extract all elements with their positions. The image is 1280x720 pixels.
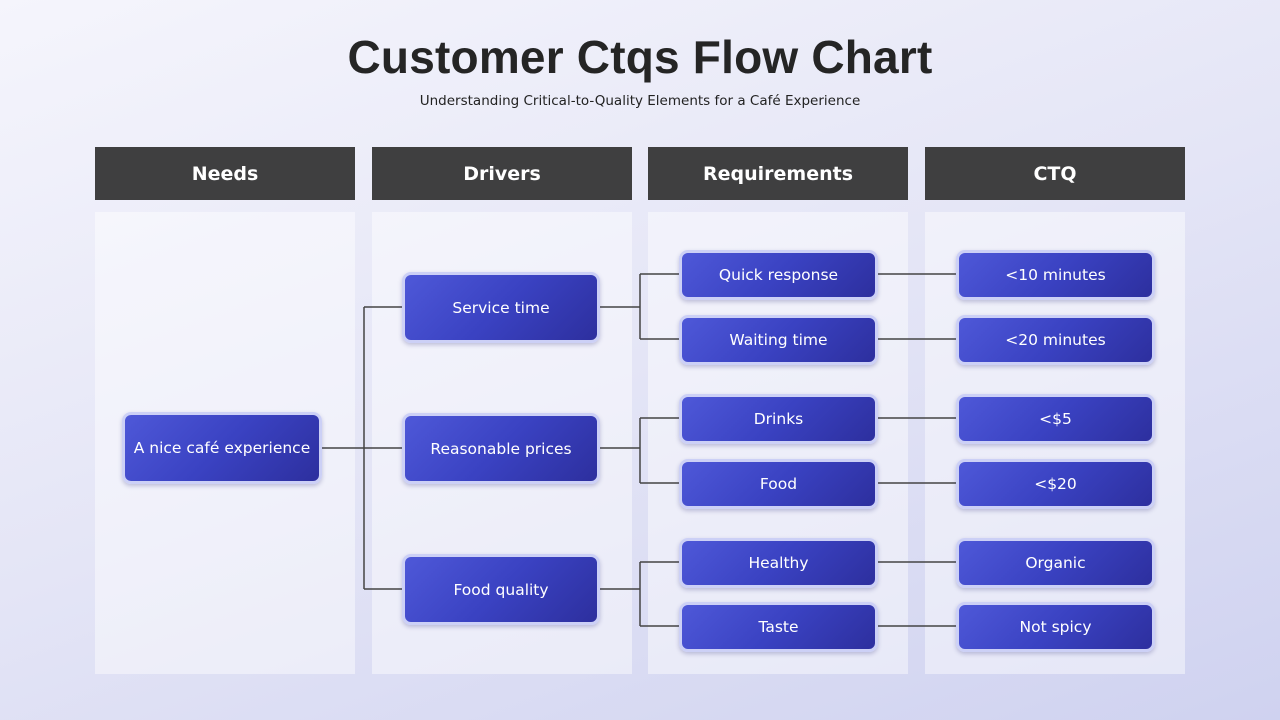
ctq-node-waiting-time: <20 minutes [956,315,1155,365]
column-header-requirements: Requirements [648,147,908,200]
connector-driver-2 [599,417,681,484]
driver-node-reasonable-prices: Reasonable prices [402,413,600,484]
connector-driver-3 [599,561,681,627]
requirement-node-taste: Taste [679,602,878,652]
requirement-node-quick-response: Quick response [679,250,878,300]
requirement-node-healthy: Healthy [679,538,878,588]
column-header-drivers: Drivers [372,147,632,200]
connector-need-drivers [321,306,404,590]
ctq-node-quick-response: <10 minutes [956,250,1155,300]
ctq-node-drinks: <$5 [956,394,1155,444]
column-header-ctq: CTQ [925,147,1185,200]
ctq-node-food: <$20 [956,459,1155,509]
column-header-needs: Needs [95,147,355,200]
ctq-node-taste: Not spicy [956,602,1155,652]
need-node: A nice café experience [122,412,322,484]
requirement-node-waiting-time: Waiting time [679,315,878,365]
connector-req-ctq [876,273,958,627]
driver-node-food-quality: Food quality [402,554,600,625]
connector-driver-1 [599,273,681,340]
ctq-node-healthy: Organic [956,538,1155,588]
page-subtitle: Understanding Critical-to-Quality Elemen… [419,93,861,109]
driver-node-service-time: Service time [402,272,600,343]
requirement-node-drinks: Drinks [679,394,878,444]
page-title: Customer Ctqs Flow Chart [347,31,933,83]
requirement-node-food: Food [679,459,878,509]
